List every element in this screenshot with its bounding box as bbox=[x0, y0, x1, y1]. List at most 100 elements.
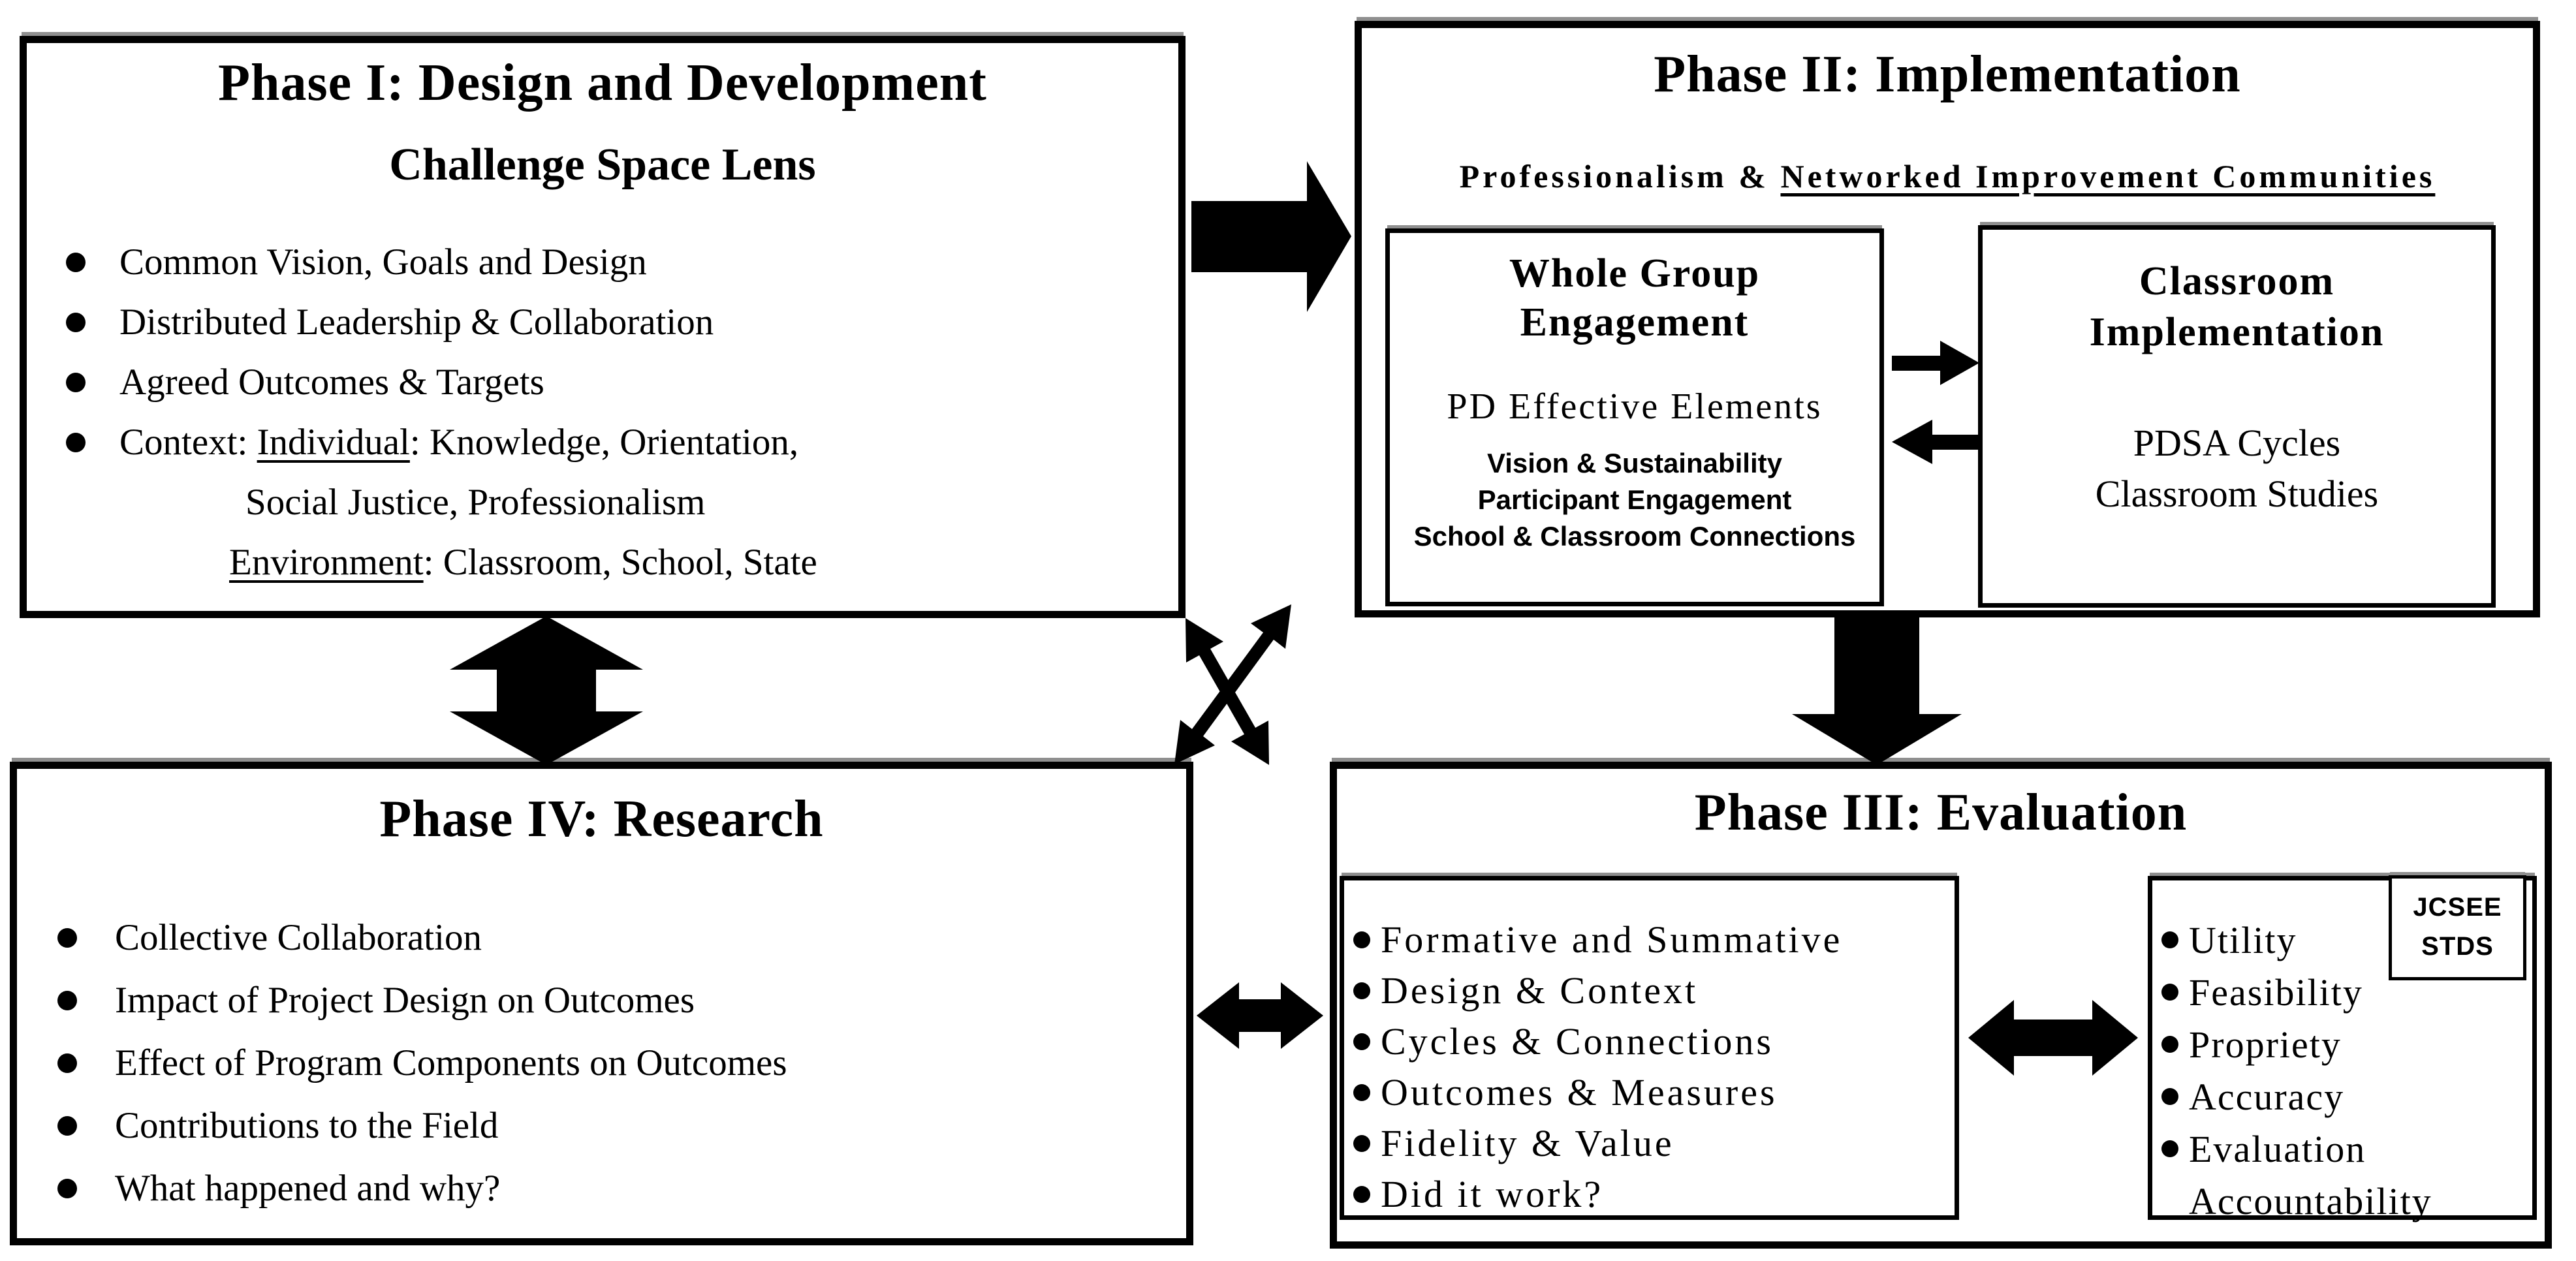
context-underlined-individual: Individual bbox=[257, 422, 410, 463]
phase2-subtitle-prefix: Professionalism & bbox=[1459, 158, 1781, 195]
list-item-label: Design & Context bbox=[1381, 969, 1699, 1012]
phase1-bullet-list: Common Vision, Goals and Design Distribu… bbox=[66, 232, 1159, 593]
phase2-subtitle: Professionalism & Networked Improvement … bbox=[1362, 153, 2533, 199]
list-item: Formative and Summative bbox=[1353, 914, 1949, 965]
classroom-implementation-box: Classroom Implementation PDSA Cycles Cla… bbox=[1978, 225, 2496, 608]
pd-effective-elements-heading: PD Effective Elements bbox=[1447, 386, 1823, 427]
bullet-icon bbox=[1353, 982, 1370, 999]
bullet-icon bbox=[57, 1116, 77, 1136]
down-arrow-icon-phase2-phase3 bbox=[1792, 614, 1962, 765]
list-item-label: Common Vision, Goals and Design bbox=[119, 241, 647, 283]
phase1-box: Phase I: Design and Development Challeng… bbox=[20, 36, 1186, 618]
jcsee-label: JCSEE bbox=[2413, 893, 2502, 922]
bullet-icon bbox=[2161, 931, 2178, 948]
evaluation-left-box: Formative and Summative Design & Context… bbox=[1340, 876, 1959, 1220]
list-item: Propriety bbox=[2161, 1019, 2527, 1071]
bullet-icon bbox=[57, 928, 77, 948]
bullet-icon bbox=[66, 373, 86, 392]
list-item: Participant Engagement bbox=[1477, 484, 1792, 515]
whole-group-title-line2: Engagement bbox=[1520, 300, 1750, 345]
cross-arrow-icon-phase1-phase3 bbox=[1186, 618, 1269, 765]
list-item: PDSA Cycles bbox=[2133, 422, 2341, 464]
list-item-label: Did it work? bbox=[1381, 1173, 1604, 1215]
phase2-subtitle-underlined: Networked Improvement Communities bbox=[1780, 158, 2436, 195]
right-arrow-icon-phase1-phase2 bbox=[1191, 161, 1351, 312]
phase1-subtitle: Challenge Space Lens bbox=[389, 140, 816, 190]
context-environment-line: Environment: Classroom, School, State bbox=[66, 533, 1159, 593]
list-item-label: Fidelity & Value bbox=[1381, 1122, 1674, 1164]
list-item: Evaluation bbox=[2161, 1123, 2527, 1175]
list-item-label: Agreed Outcomes & Targets bbox=[119, 362, 544, 403]
list-item-label: Utility bbox=[2189, 919, 2297, 961]
phase1-title: Phase I: Design and Development bbox=[218, 54, 987, 112]
whole-group-engagement-box: Whole Group Engagement PD Effective Elem… bbox=[1385, 228, 1884, 606]
evaluation-right-list: Utility Feasibility Propriety Accuracy E… bbox=[2152, 880, 2532, 1228]
list-item-label: Effect of Program Components on Outcomes bbox=[115, 1042, 787, 1083]
list-item: Feasibility bbox=[2161, 967, 2527, 1019]
list-item-label: Outcomes & Measures bbox=[1381, 1071, 1778, 1113]
list-item-label: Evaluation bbox=[2189, 1128, 2366, 1170]
stds-label: STDS bbox=[2421, 932, 2494, 961]
jcsee-stds-box: JCSEE STDS bbox=[2389, 875, 2526, 980]
double-arrow-icon-phase1-phase4 bbox=[450, 616, 643, 765]
list-item: Accuracy bbox=[2161, 1071, 2527, 1123]
classroom-items-list: PDSA Cycles Classroom Studies bbox=[1983, 418, 2491, 520]
bullet-icon bbox=[66, 313, 86, 332]
list-item: Vision & Sustainability bbox=[1487, 448, 1782, 478]
phase2-title: Phase II: Implementation bbox=[1654, 46, 2241, 103]
list-item: School & Classroom Connections bbox=[1413, 521, 1856, 552]
bullet-icon bbox=[2161, 984, 2178, 1001]
context-environment-suffix: : Classroom, School, State bbox=[423, 542, 817, 583]
context-continuation-line: Social Justice, Professionalism bbox=[245, 482, 706, 523]
double-arrow-icon-phase4-phase3 bbox=[1197, 982, 1323, 1049]
list-item: Contributions to the Field bbox=[57, 1095, 1167, 1157]
cross-arrow-icon-phase2-phase4 bbox=[1174, 604, 1291, 764]
list-item-label: Impact of Project Design on Outcomes bbox=[115, 980, 695, 1021]
evaluation-right-box: JCSEE STDS Utility Feasibility Propriety bbox=[2148, 875, 2537, 1222]
bullet-icon bbox=[66, 253, 86, 272]
bullet-icon bbox=[57, 1053, 77, 1073]
list-item-label: Distributed Leadership & Collaboration bbox=[119, 302, 714, 343]
phase4-title: Phase IV: Research bbox=[379, 790, 824, 848]
list-item: Fidelity & Value bbox=[1353, 1118, 1949, 1169]
classroom-title-line2: Implementation bbox=[2089, 310, 2385, 354]
list-item: Cycles & Connections bbox=[1353, 1016, 1949, 1067]
phase2-box: Phase II: Implementation Professionalism… bbox=[1355, 21, 2540, 617]
list-item: What happened and why? bbox=[57, 1157, 1167, 1220]
bullet-icon bbox=[2161, 1088, 2178, 1105]
list-item: Outcomes & Measures bbox=[1353, 1067, 1949, 1118]
bullet-icon bbox=[1353, 1135, 1370, 1152]
context-prefix: Context: bbox=[119, 422, 257, 463]
classroom-title: Classroom Implementation bbox=[1983, 256, 2491, 358]
list-item-label: Collective Collaboration bbox=[115, 917, 482, 958]
phase3-title: Phase III: Evaluation bbox=[1694, 784, 2188, 841]
list-item: Classroom Studies bbox=[2095, 473, 2379, 515]
context-label: Context: Individual: Knowledge, Orientat… bbox=[119, 413, 798, 473]
bullet-icon bbox=[2161, 1036, 2178, 1053]
bullet-icon bbox=[66, 433, 86, 452]
classroom-title-line1: Classroom bbox=[2139, 259, 2335, 304]
bullet-icon bbox=[1353, 1084, 1370, 1101]
pd-elements-list: Vision & Sustainability Participant Enga… bbox=[1390, 445, 1879, 555]
list-item-label: What happened and why? bbox=[115, 1168, 501, 1209]
list-item: Collective Collaboration bbox=[57, 907, 1167, 969]
accountability-continuation: Accountability bbox=[2189, 1180, 2432, 1222]
phase4-bullet-list: Collective Collaboration Impact of Proje… bbox=[57, 907, 1167, 1220]
list-item-label: Formative and Summative bbox=[1381, 918, 1843, 961]
list-item-label: Feasibility bbox=[2189, 971, 2363, 1014]
list-item-label: Accuracy bbox=[2189, 1076, 2345, 1118]
bullet-icon bbox=[57, 1179, 77, 1198]
evaluation-left-list: Formative and Summative Design & Context… bbox=[1344, 880, 1955, 1220]
whole-group-title-line1: Whole Group bbox=[1509, 251, 1761, 296]
list-item: Distributed Leadership & Collaboration bbox=[66, 292, 1159, 352]
context-underlined-environment: Environment bbox=[229, 542, 424, 583]
list-item-label: Cycles & Connections bbox=[1381, 1020, 1774, 1063]
bullet-icon bbox=[2161, 1140, 2178, 1157]
whole-group-title: Whole Group Engagement bbox=[1390, 249, 1879, 347]
context-suffix: : Knowledge, Orientation, bbox=[409, 422, 799, 463]
bullet-icon bbox=[1353, 931, 1370, 948]
phase4-box: Phase IV: Research Collective Collaborat… bbox=[10, 762, 1193, 1245]
bullet-icon bbox=[1353, 1186, 1370, 1203]
bullet-icon bbox=[57, 991, 77, 1010]
